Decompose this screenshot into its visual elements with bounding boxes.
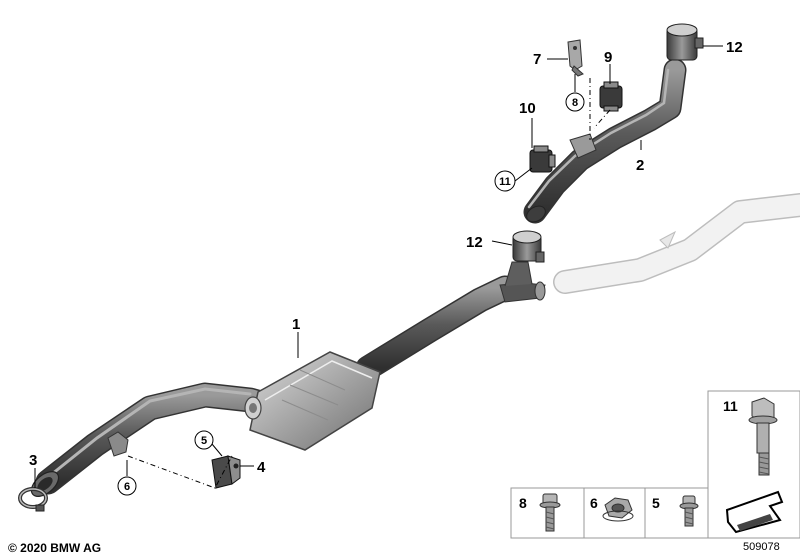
callout-4: 4: [257, 459, 266, 476]
legend-label-11: 11: [723, 398, 738, 414]
bolt-8-icon: [539, 493, 561, 532]
clamp-upper: [666, 23, 704, 61]
bracket-4: [211, 455, 241, 489]
legend-label-6: 6: [590, 495, 598, 511]
document-number: 509078: [743, 541, 780, 553]
bolt-11-icon: [748, 397, 778, 476]
callout-8: 8: [572, 97, 578, 109]
callout-11: 11: [499, 176, 511, 188]
rubber-mount-9: [599, 81, 623, 112]
callout-12-lower: 12: [466, 234, 483, 251]
callout-12-upper: 12: [726, 39, 743, 56]
bolt-5-icon: [679, 495, 699, 527]
nut-6-icon: [602, 497, 634, 522]
leader-lines: [34, 45, 723, 489]
parts-legend: 8 6 5 11: [510, 390, 800, 539]
ghost-pipe-continuation: [553, 193, 800, 294]
legend-label-5: 5: [652, 495, 660, 511]
bracket-7: [567, 39, 584, 77]
direction-arrow-icon: [725, 490, 784, 534]
callouts: 1 2 3 4 5 6 7 8 9 10 11 12 12: [29, 39, 743, 496]
callout-5: 5: [201, 435, 207, 447]
clamp-lower: [512, 230, 545, 263]
front-pipe-catalytic-converter: [30, 261, 546, 497]
clamp-ring-3: [18, 487, 48, 512]
rear-pipe: [523, 58, 687, 224]
rubber-mount-10: [529, 145, 556, 173]
callout-2: 2: [636, 157, 644, 174]
callout-10: 10: [519, 100, 536, 117]
callout-1: 1: [292, 316, 300, 333]
callout-9: 9: [604, 49, 612, 66]
callout-7: 7: [533, 51, 541, 68]
legend-label-8: 8: [519, 495, 527, 511]
callout-6: 6: [124, 481, 130, 493]
copyright-text: © 2020 BMW AG: [8, 541, 102, 555]
callout-3: 3: [29, 452, 37, 469]
